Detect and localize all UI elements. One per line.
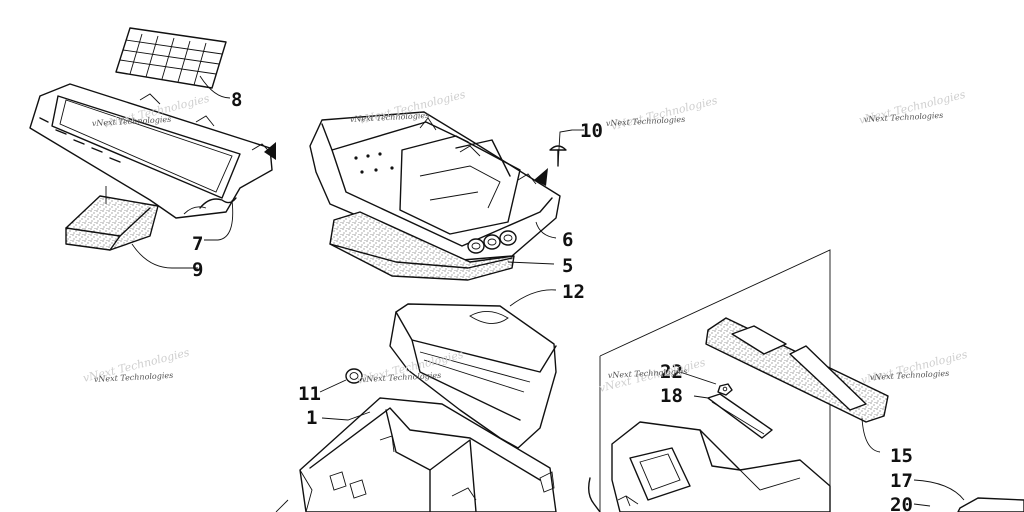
watermark: vNext Technologies bbox=[870, 369, 950, 382]
callout-20: 20 bbox=[890, 494, 913, 512]
arrow-marker-icon bbox=[264, 142, 276, 160]
watermark: vNext Technologies bbox=[350, 111, 430, 124]
watermark: vNext Technologies bbox=[864, 111, 944, 124]
callout-22: 22 bbox=[660, 361, 683, 383]
part-10-rivet bbox=[549, 145, 567, 167]
leader-lines bbox=[131, 75, 965, 507]
callout-5: 5 bbox=[562, 255, 573, 277]
part-5-foam-pad bbox=[329, 211, 515, 281]
part-18-plate bbox=[707, 393, 773, 439]
callout-15: 15 bbox=[890, 445, 913, 467]
callouts: 8 7 9 10 6 5 12 11 1 22 18 15 17 20 bbox=[192, 89, 913, 512]
part-12-filter bbox=[389, 303, 557, 449]
watermark: vNext Technologies bbox=[606, 115, 686, 128]
part-15-gasket bbox=[705, 317, 889, 423]
callout-6: 6 bbox=[562, 229, 573, 251]
callout-17: 17 bbox=[890, 470, 913, 492]
part-22-nut bbox=[717, 383, 733, 396]
watermark: vNext Technologies bbox=[92, 115, 172, 128]
part-11-grommet bbox=[345, 368, 363, 384]
callout-12: 12 bbox=[562, 281, 585, 303]
intake-duct bbox=[611, 421, 831, 512]
callout-10: 10 bbox=[580, 120, 603, 142]
right-assembly-boundary bbox=[599, 249, 831, 512]
part-6-tray bbox=[309, 111, 561, 261]
part-7-cover bbox=[29, 83, 273, 219]
callout-7: 7 bbox=[192, 233, 203, 255]
watermark: vNext Technologies bbox=[362, 371, 442, 384]
callout-8: 8 bbox=[231, 89, 242, 111]
arrow-marker-icon bbox=[534, 168, 548, 186]
watermark: vNext Technologies bbox=[94, 371, 174, 384]
hose-clamp bbox=[587, 477, 631, 512]
watermark: vNext Technologies bbox=[608, 367, 688, 380]
callout-11: 11 bbox=[298, 383, 321, 405]
callout-1: 1 bbox=[306, 407, 317, 429]
part-9-foam-pad bbox=[65, 195, 159, 251]
part-8-decal bbox=[115, 27, 227, 89]
part-17-20-fittings bbox=[957, 497, 1024, 512]
callout-9: 9 bbox=[192, 259, 203, 281]
callout-18: 18 bbox=[660, 385, 683, 407]
part-1-lower-housing bbox=[275, 397, 557, 512]
watermark-ghost: vNext Technologies bbox=[610, 94, 720, 133]
